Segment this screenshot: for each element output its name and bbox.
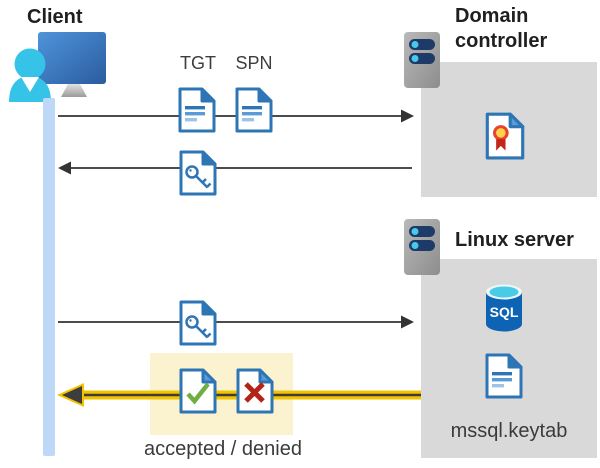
result-label: accepted / denied — [144, 438, 302, 460]
arrow-client-to-dc — [58, 108, 414, 124]
client-title: Client — [27, 6, 83, 28]
domain-controller-title: Domain controller — [455, 5, 548, 52]
linux-server-icon — [403, 218, 441, 276]
key-ticket-document-icon — [178, 149, 218, 197]
certificate-document-icon — [484, 111, 526, 161]
sql-label: SQL — [490, 304, 519, 320]
client-computer-user-icon — [6, 28, 110, 102]
accepted-document-icon — [178, 367, 218, 415]
domain-controller-server-icon — [403, 31, 441, 89]
keytab-document-icon — [484, 352, 524, 400]
arrow-client-to-linux — [58, 314, 414, 330]
sql-database-icon: SQL — [483, 282, 525, 334]
arrow-dc-to-client — [58, 160, 412, 176]
tgt-document-icon — [177, 86, 217, 134]
client-timeline-bar — [43, 98, 55, 456]
spn-label: SPN — [235, 53, 273, 73]
key-ticket-document-icon-2 — [178, 299, 218, 347]
linux-server-title: Linux server — [455, 229, 574, 251]
tgt-label: TGT — [180, 53, 216, 73]
spn-document-icon — [234, 86, 274, 134]
keytab-label: mssql.keytab — [450, 420, 568, 442]
denied-document-icon — [235, 367, 275, 415]
